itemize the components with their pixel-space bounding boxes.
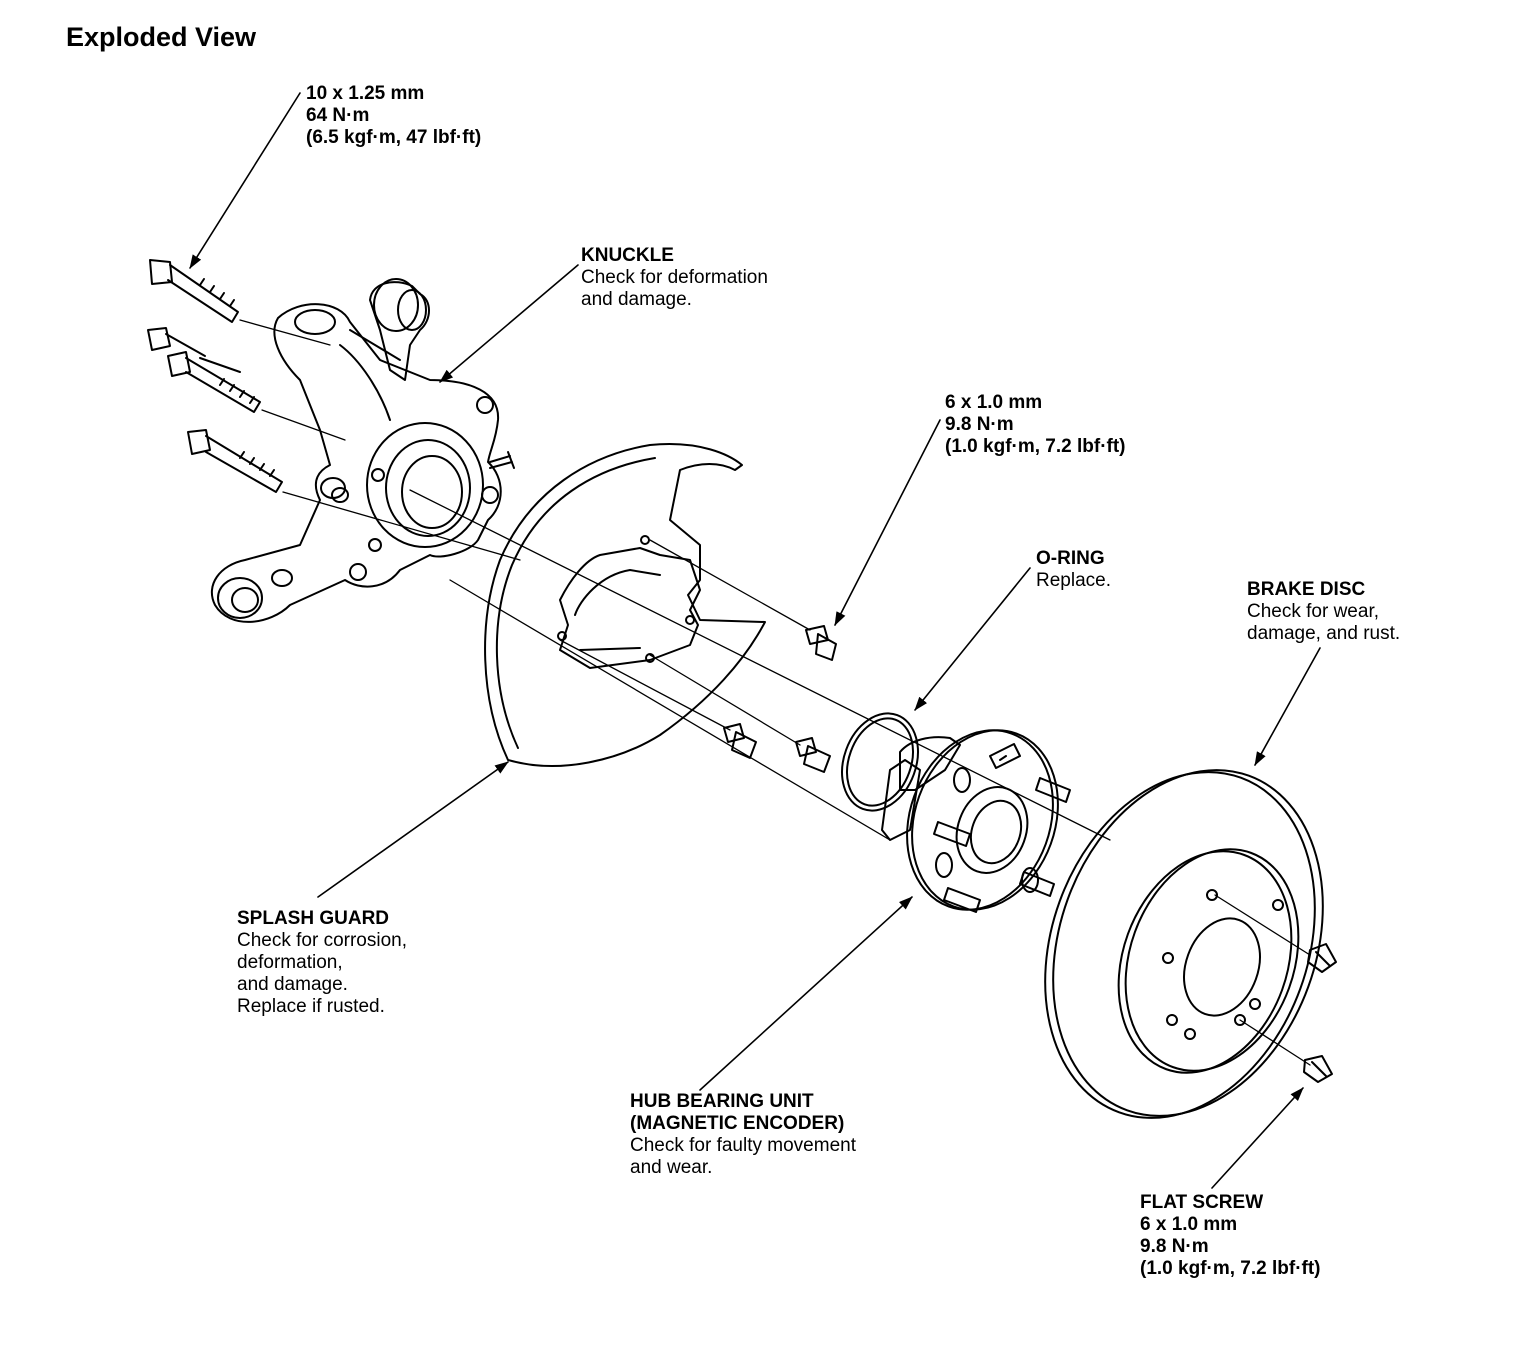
splash-guard-note-4: Replace if rusted. (237, 996, 385, 1017)
brake-disc-note-1: Check for wear, (1247, 601, 1379, 622)
bolt-lower-left (723, 723, 757, 759)
leader-hub (699, 896, 913, 1091)
o-ring (841, 712, 919, 812)
leader-bolt6 (834, 419, 941, 626)
splash-guard-label: SPLASH GUARD Check for corrosion, deform… (237, 908, 407, 1018)
hub-bearing-note-2: and wear. (630, 1157, 713, 1178)
bolt6-size: 6 x 1.0 mm (945, 392, 1043, 413)
leader-flat (1211, 1087, 1304, 1189)
flat-screw-name: FLAT SCREW (1140, 1192, 1264, 1213)
o-ring-name: O-RING (1036, 548, 1105, 569)
splash-guard-note-2: deformation, (237, 952, 343, 973)
bolt-upper-right (805, 625, 837, 661)
bolt-upper (149, 259, 239, 323)
hub-bearing-note-1: Check for faulty movement (630, 1135, 856, 1156)
flat-screws (1303, 943, 1337, 1083)
leader-bolt10 (189, 92, 301, 269)
bolt10-torque: 64 N·m (306, 105, 370, 126)
bolt-middle-2 (167, 351, 261, 413)
o-ring-label: O-RING Replace. (1036, 548, 1111, 592)
brake-disc-note-2: damage, and rust. (1247, 623, 1401, 644)
splash-guard-note-1: Check for corrosion, (237, 930, 408, 951)
hub-bearing-label: HUB BEARING UNIT (MAGNETIC ENCODER) Chec… (630, 1091, 856, 1179)
brake-disc (1044, 769, 1324, 1119)
bolt10-torque-alt: (6.5 kgf·m, 47 lbf·ft) (306, 127, 482, 148)
flat-screw-label: FLAT SCREW 6 x 1.0 mm 9.8 N·m (1.0 kgf·m… (1140, 1192, 1321, 1280)
hub-bearing-name-2: (MAGNETIC ENCODER) (630, 1113, 845, 1134)
bolt6-torque: 9.8 N·m (945, 414, 1014, 435)
knuckle-bolt-spec-label: 10 x 1.25 mm 64 N·m (6.5 kgf·m, 47 lbf·f… (306, 83, 481, 149)
knuckle-label: KNUCKLE Check for deformation and damage… (581, 245, 768, 311)
flat-screw-torque-alt: (1.0 kgf·m, 7.2 lbf·ft) (1140, 1258, 1321, 1279)
splash-guard-name: SPLASH GUARD (237, 908, 390, 929)
flat-screw-torque: 9.8 N·m (1140, 1236, 1209, 1257)
bolt-middle-1 (147, 327, 206, 357)
hub-bearing-unit (881, 729, 1071, 913)
flat-screw-upper (1307, 943, 1337, 973)
brake-disc-label: BRAKE DISC Check for wear, damage, and r… (1247, 579, 1400, 645)
flat-screw-lower (1303, 1055, 1333, 1083)
bolt6-torque-alt: (1.0 kgf·m, 7.2 lbf·ft) (945, 436, 1126, 457)
brake-disc-name: BRAKE DISC (1247, 579, 1366, 600)
bolt10-size: 10 x 1.25 mm (306, 83, 425, 104)
leader-knuckle (439, 264, 579, 383)
o-ring-note: Replace. (1036, 570, 1111, 591)
leader-arrows (189, 92, 1321, 1189)
leader-splash (317, 761, 509, 898)
knuckle-note-1: Check for deformation (581, 267, 768, 288)
page-title: Exploded View (66, 22, 257, 52)
alignment-lines (239, 319, 1311, 1066)
bolt-lower-right (795, 737, 831, 773)
hub-bearing-name: HUB BEARING UNIT (630, 1091, 814, 1112)
splash-guard-note-3: and damage. (237, 974, 348, 995)
splash-guard-bolt-spec-label: 6 x 1.0 mm 9.8 N·m (1.0 kgf·m, 7.2 lbf·f… (945, 392, 1126, 458)
leader-disc (1254, 647, 1321, 766)
knuckle-bolts (147, 259, 283, 493)
flat-screw-size: 6 x 1.0 mm (1140, 1214, 1238, 1235)
knuckle-note-2: and damage. (581, 289, 692, 310)
knuckle (210, 278, 515, 623)
leader-oring (914, 567, 1031, 711)
knuckle-name: KNUCKLE (581, 245, 674, 266)
splash-guard (484, 443, 766, 767)
bolt-lower (187, 429, 283, 493)
splash-guard-bolts (723, 625, 837, 773)
